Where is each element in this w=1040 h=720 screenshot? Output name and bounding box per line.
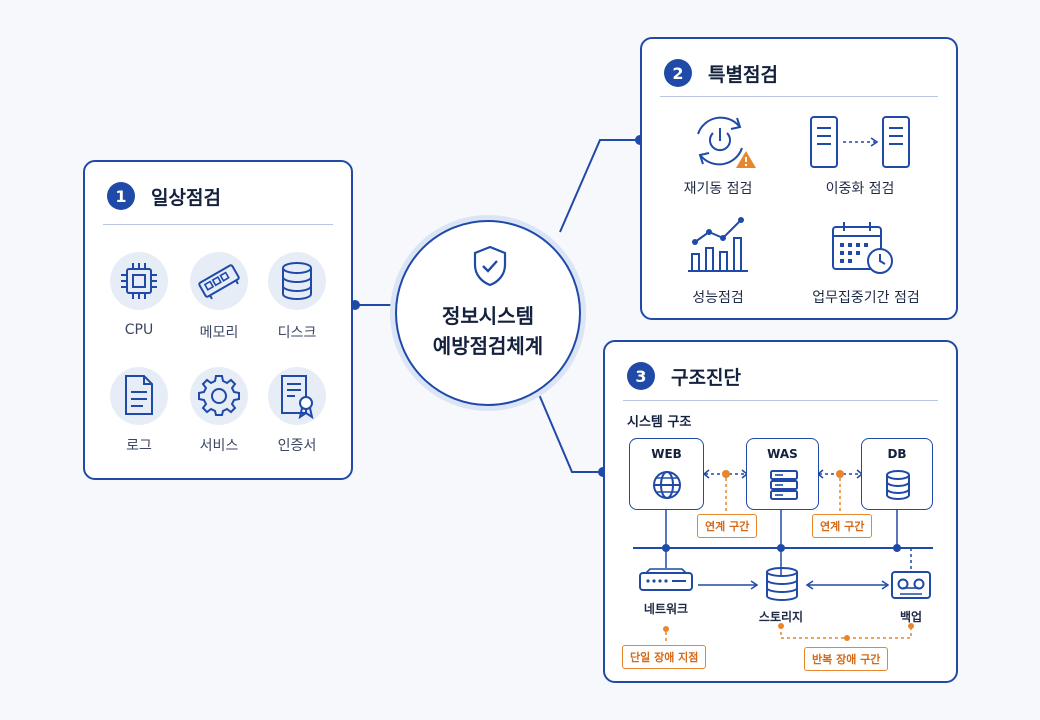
gear-icon [198, 375, 240, 416]
link-section-tag-2: 연계 구간 [812, 514, 873, 538]
panel-divider [623, 400, 938, 401]
web-server-node: WEB [629, 438, 704, 510]
repeat-failure-section-tag: 반복 장애 구간 [804, 647, 889, 671]
special-item-performance: 성능점검 [692, 290, 744, 306]
redundancy-servers-icon [810, 116, 910, 168]
panel-divider [660, 96, 938, 97]
backup-tape-icon [891, 571, 931, 599]
daily-item-disk: 디스크 [277, 325, 317, 341]
special-check-panel: 2 특별점검 재기동 점검 이중화 점검 [640, 37, 958, 320]
structure-diagnosis-header: 3 구조진단 [627, 362, 741, 390]
special-check-header: 2 특별점검 [664, 59, 778, 87]
shield-check-icon [473, 245, 507, 287]
storage-icon [766, 567, 798, 601]
daily-check-header: 1 일상점검 [107, 182, 221, 210]
cpu-icon-bg [110, 252, 168, 310]
daily-item-log: 로그 [126, 438, 152, 454]
structure-diagnosis-panel: 3 구조진단 시스템 구조 [603, 340, 958, 683]
daily-item-certificate: 인증서 [277, 438, 317, 454]
special-item-restart: 재기동 점검 [683, 181, 753, 197]
db-node-label: DB [887, 447, 907, 461]
network-switch-icon [639, 568, 693, 591]
db-server-node: DB [861, 438, 933, 510]
restart-power-icon [697, 116, 756, 168]
database-icon [886, 470, 910, 500]
disk-icon [282, 262, 312, 300]
special-item-peak-period: 업무집중기간 점검 [812, 290, 920, 306]
globe-icon [653, 471, 681, 499]
panel-divider [103, 224, 333, 225]
daily-item-memory: 메모리 [199, 325, 239, 341]
cpu-icon [121, 263, 157, 299]
calendar-clock-icon [832, 222, 893, 274]
single-point-of-failure-tag: 단일 장애 지점 [622, 645, 707, 669]
certificate-icon [281, 375, 314, 419]
special-item-redundancy: 이중화 점검 [825, 181, 895, 197]
infra-storage-label: 스토리지 [758, 610, 804, 624]
center-title-line2: 예방점검체계 [432, 334, 544, 358]
web-node-label: WEB [651, 447, 682, 461]
daily-item-cpu: CPU [124, 322, 154, 338]
infra-network-label: 네트워크 [643, 602, 689, 616]
structure-links [633, 469, 933, 644]
link-section-tag-1: 연계 구간 [697, 514, 758, 538]
log-document-icon [125, 375, 153, 415]
infra-backup-label: 백업 [899, 610, 923, 624]
daily-item-service: 서비스 [199, 438, 239, 454]
performance-chart-icon [688, 217, 748, 272]
server-stack-icon [770, 470, 798, 500]
was-server-node: WAS [746, 438, 819, 510]
step-number-badge: 2 [664, 59, 692, 87]
center-title-line1: 정보시스템 [442, 304, 534, 328]
daily-check-title: 일상점검 [151, 186, 221, 209]
daily-check-panel: 1 일상점검 CPU 메모리 디스크 [83, 160, 353, 480]
structure-diagnosis-title: 구조진단 [671, 366, 741, 389]
step-number-badge: 3 [627, 362, 655, 390]
special-check-title: 특별점검 [708, 63, 778, 86]
step-number-badge: 1 [107, 182, 135, 210]
memory-icon [198, 264, 240, 300]
memory-icon-bg [190, 252, 248, 310]
was-node-label: WAS [767, 447, 798, 461]
system-structure-subtitle: 시스템 구조 [627, 415, 692, 430]
center-system-badge: 정보시스템 예방점검체계 [395, 220, 581, 406]
